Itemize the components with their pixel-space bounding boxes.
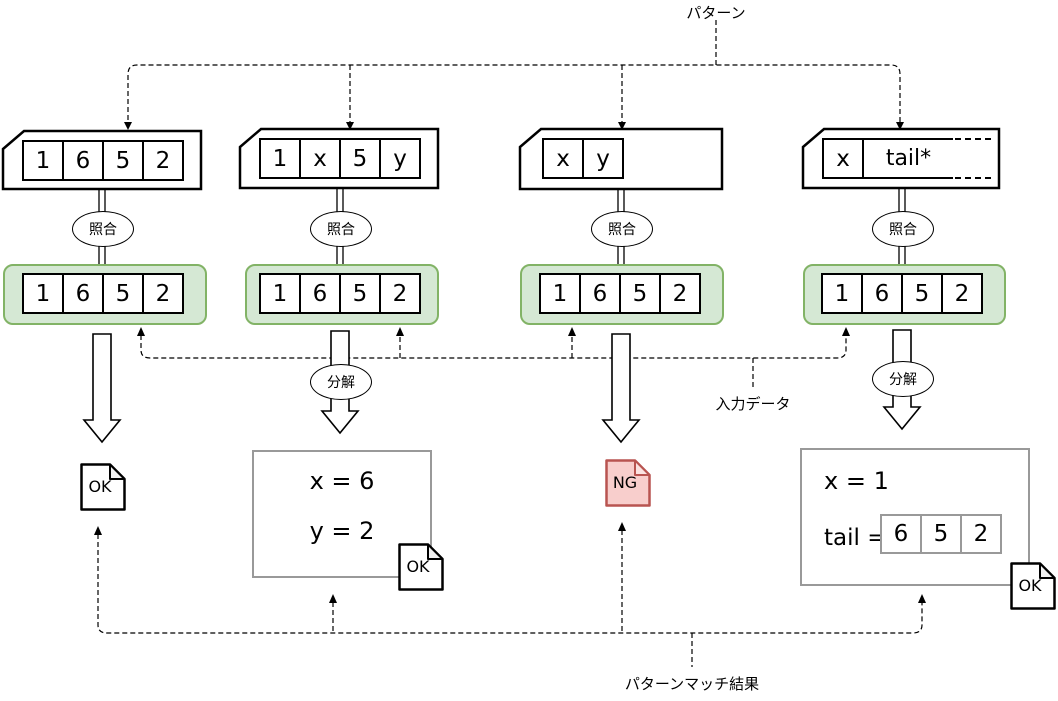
result-box-4: x = 1 tail = 6 5 2 <box>800 448 1030 586</box>
pattern-arrowheads <box>124 122 904 130</box>
pattern-cell: x <box>299 140 339 177</box>
match-ellipse-1: 照合 <box>72 211 134 247</box>
input-cell: 2 <box>659 275 699 312</box>
document-icon <box>1010 562 1056 610</box>
result-doc-ok-1: OK <box>80 463 126 511</box>
pattern-cell: y <box>379 140 419 177</box>
input-cell: 6 <box>299 275 339 312</box>
pattern-cell: y <box>582 140 622 177</box>
input-cells-1: 1 6 5 2 <box>22 273 184 314</box>
arrowhead-up-icon <box>396 327 404 336</box>
tail-equals-label: tail = <box>824 525 887 551</box>
doc-status-text: OK <box>1018 576 1042 595</box>
input-cell: 5 <box>102 275 142 312</box>
input-cell: 1 <box>272 280 288 307</box>
arrowhead-up-icon <box>137 327 145 336</box>
input-dashed-network <box>140 335 847 390</box>
block-arrows <box>82 329 922 444</box>
input-cell: 2 <box>142 275 182 312</box>
arrowhead-up-icon <box>94 526 102 535</box>
decompose-ellipse-2: 分解 <box>310 364 372 400</box>
match-ellipse-3: 照合 <box>591 211 653 247</box>
arrowhead-up-icon <box>329 594 337 603</box>
pattern-cell: 1 <box>272 145 288 172</box>
input-data-label: 入力データ <box>715 395 791 413</box>
input-cell: 2 <box>379 275 419 312</box>
result-bus-line <box>97 534 923 634</box>
arrowhead-up-icon <box>568 327 576 336</box>
document-icon <box>398 543 444 591</box>
decompose-ellipse-4: 分解 <box>872 361 934 397</box>
document-icon <box>605 459 651 507</box>
input-cell: 5 <box>901 275 941 312</box>
input-cell: 5 <box>339 275 379 312</box>
doc-status-text: OK <box>88 477 112 496</box>
result-label: パターンマッチ結果 <box>624 675 760 693</box>
input-cell: 1 <box>35 280 51 307</box>
arrowhead-up-icon <box>618 522 626 531</box>
result-dashed-network <box>97 530 923 667</box>
document-icon <box>80 463 126 511</box>
tail-cell: 6 <box>893 521 909 547</box>
arrowhead-down-icon <box>896 122 904 130</box>
pattern-dashed-network <box>127 20 901 128</box>
pattern-cells-2: 1 x 5 y <box>259 138 421 179</box>
arrowhead-down-icon <box>618 122 626 130</box>
arrowhead-down-icon <box>124 122 132 130</box>
input-cell: 5 <box>619 275 659 312</box>
input-cell: 2 <box>941 275 981 312</box>
pattern-cell: 6 <box>62 142 102 179</box>
input-cell: 6 <box>62 275 102 312</box>
input-arrowheads <box>137 327 850 336</box>
pattern-cell: x <box>556 145 570 172</box>
pattern-cells-1: 1 6 5 2 <box>22 140 184 181</box>
arrowhead-up-icon <box>842 327 850 336</box>
block-arrow-down-1 <box>82 333 122 444</box>
input-bus-line <box>140 335 847 359</box>
input-cells-2: 1 6 5 2 <box>259 273 421 314</box>
input-cell: 6 <box>579 275 619 312</box>
binding-line: x = 1 <box>824 467 889 495</box>
pattern-cells-4: x tail* <box>822 138 953 179</box>
arrowhead-down-icon <box>346 122 354 130</box>
input-cells-4: 1 6 5 2 <box>821 273 983 314</box>
binding-line: x = 6 <box>309 467 375 495</box>
result-doc-ok-4: OK <box>1010 562 1056 610</box>
match-ellipse-2: 照合 <box>310 211 372 247</box>
pattern-label: パターン <box>686 4 746 22</box>
pattern-cell: 5 <box>102 142 142 179</box>
input-cell: 6 <box>861 275 901 312</box>
doc-status-text: OK <box>406 557 430 576</box>
tail-continuation-dashes <box>955 138 991 179</box>
result-doc-ok-2: OK <box>398 543 444 591</box>
pattern-cell-tail: tail* <box>862 140 953 177</box>
doc-status-text: NG <box>612 473 638 492</box>
pattern-bus-line <box>127 64 901 128</box>
input-cells-3: 1 6 5 2 <box>539 273 701 314</box>
input-cell: 1 <box>552 280 568 307</box>
result-doc-ng-3: NG <box>605 459 651 507</box>
pattern-cell: 2 <box>142 142 182 179</box>
arrowhead-up-icon <box>918 594 926 603</box>
tail-cell: 5 <box>920 516 960 552</box>
pattern-cell: 5 <box>339 140 379 177</box>
tail-cells: 6 5 2 <box>880 514 1002 554</box>
result-arrowheads <box>94 522 926 603</box>
tail-cell: 2 <box>960 516 1000 552</box>
pattern-cell: 1 <box>35 147 51 174</box>
binding-line: y = 2 <box>309 517 375 545</box>
pattern-cell: x <box>836 145 850 172</box>
pattern-cells-3: x y <box>542 138 624 179</box>
match-double-links <box>98 189 906 265</box>
input-cell: 1 <box>834 280 850 307</box>
match-ellipse-4: 照合 <box>872 211 934 247</box>
block-arrow-down-3 <box>601 333 641 444</box>
